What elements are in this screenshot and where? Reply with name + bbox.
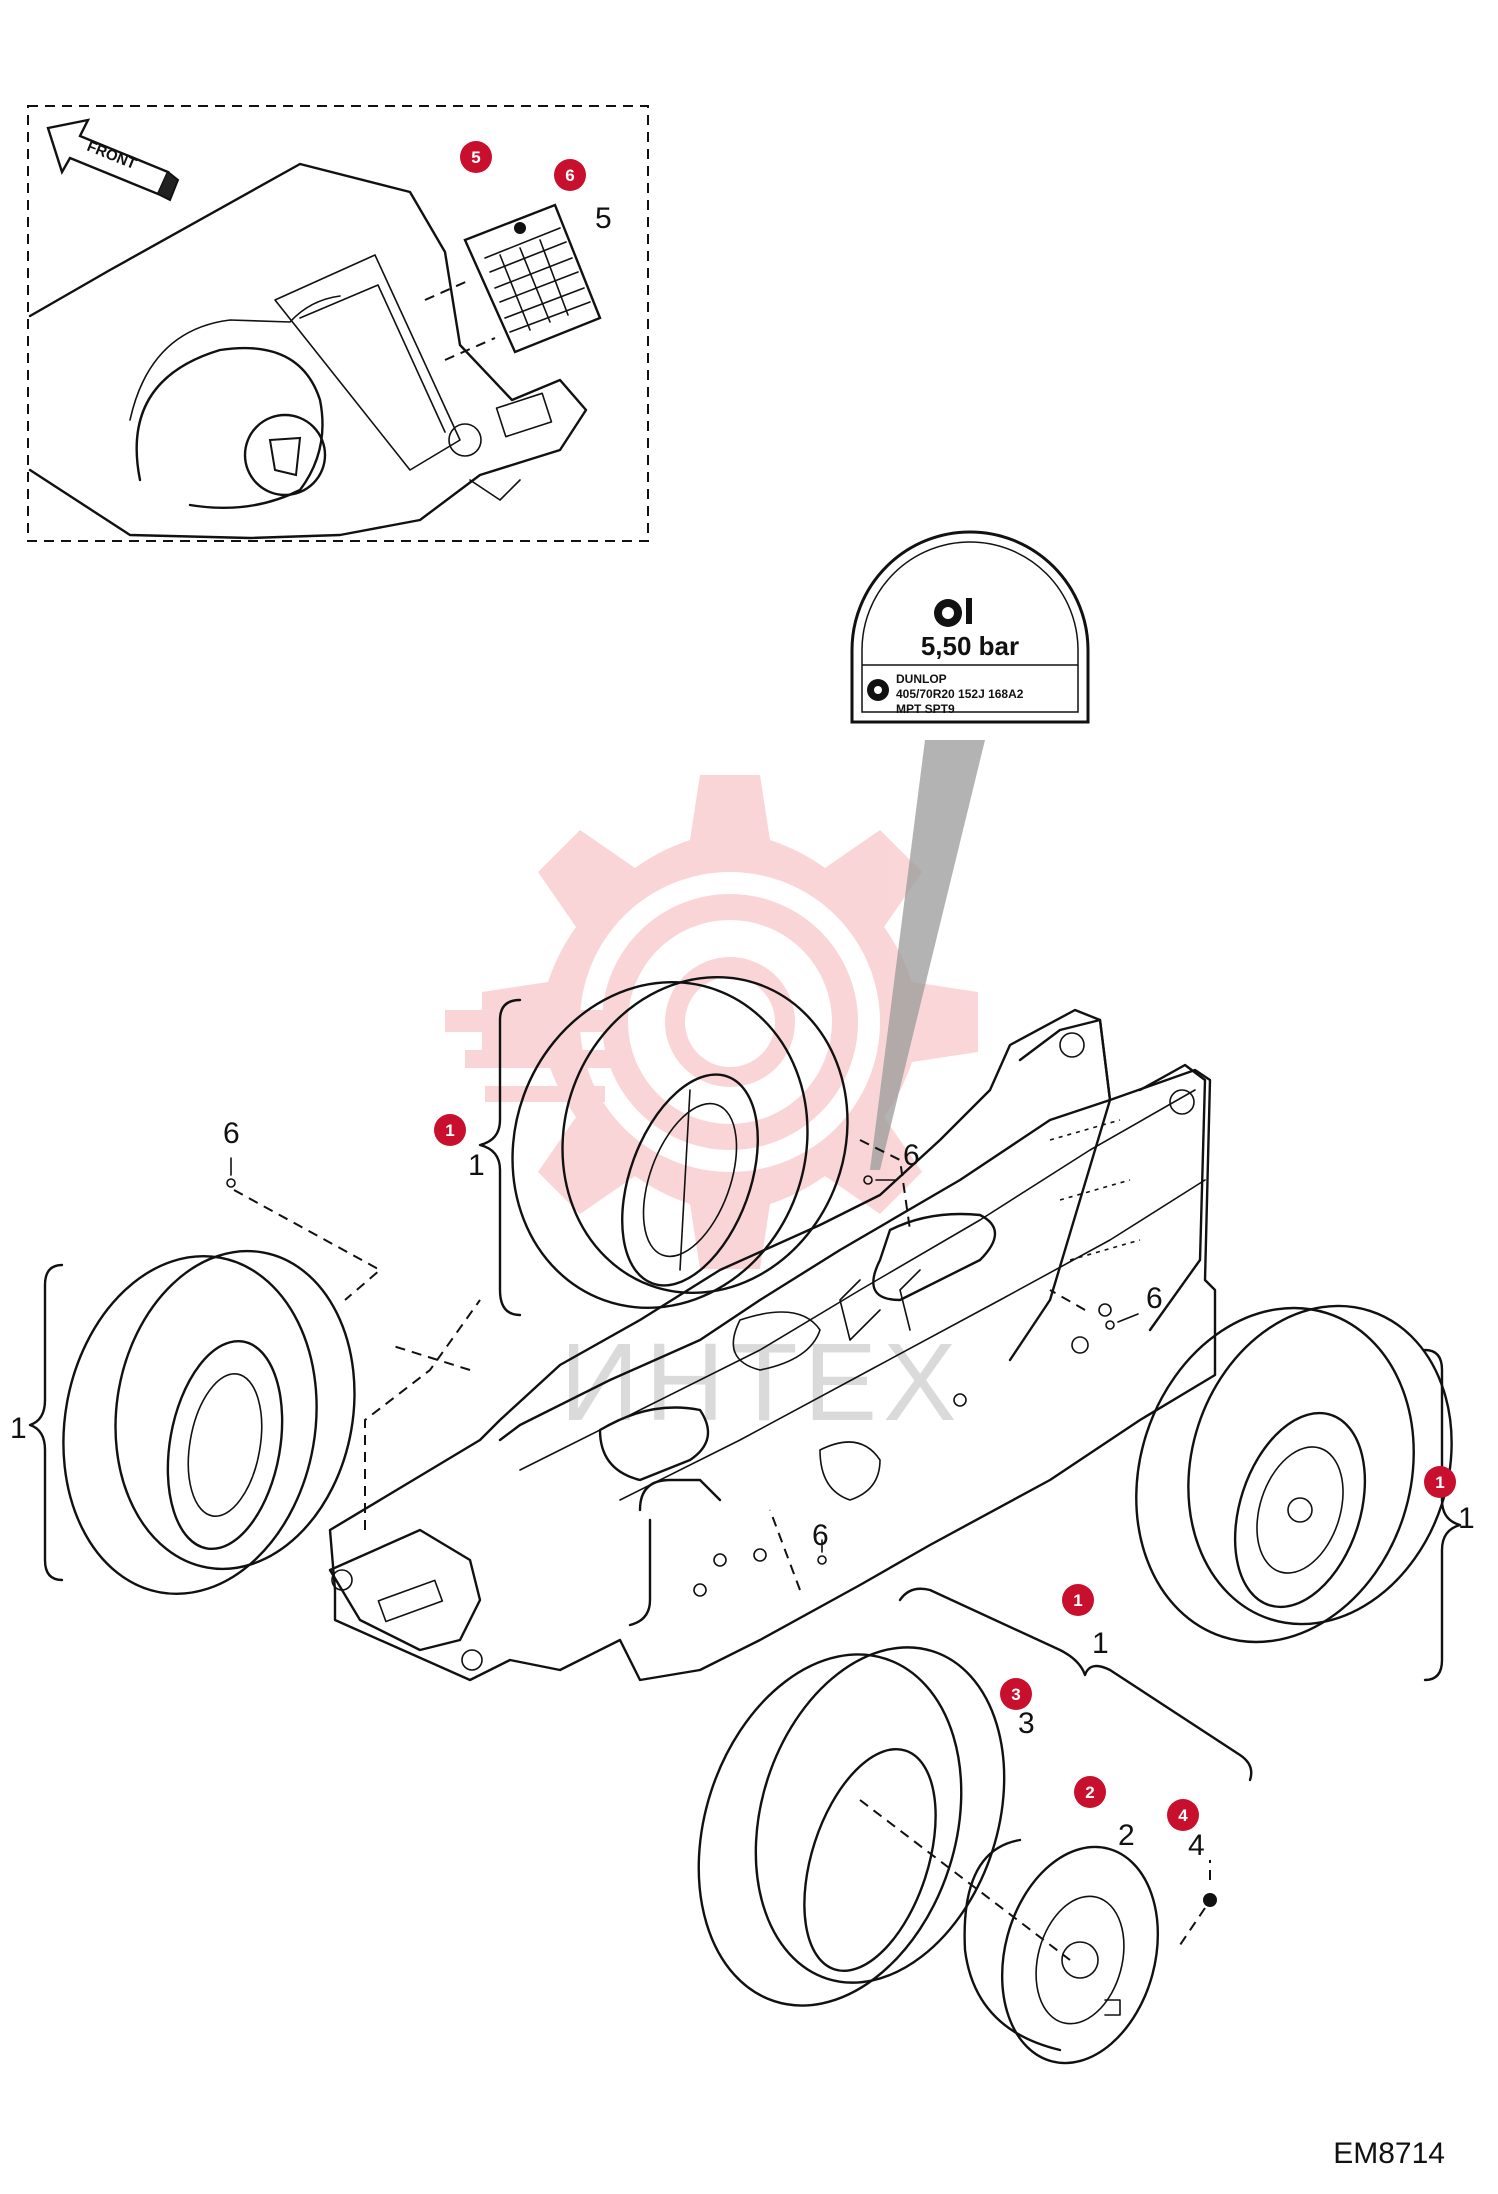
wheel-right — [1135, 1304, 1453, 1644]
decal-pressure: 5,50 bar — [921, 631, 1019, 661]
callout-2: 2 — [1118, 1819, 1135, 1852]
badge-1-right[interactable]: 1 — [1424, 1466, 1456, 1498]
svg-text:4: 4 — [1178, 1806, 1188, 1825]
badge-1-front[interactable]: 1 — [1062, 1584, 1094, 1616]
front-arrow: FRONT — [46, 118, 180, 202]
assembly-braces — [28, 998, 1462, 1782]
decal-pointer — [870, 740, 985, 1170]
tyre-pressure-decal: 5,50 bar DUNLOP 405/70R20 152J 168A2 MPT… — [850, 530, 1090, 1170]
decal-line1: DUNLOP — [896, 672, 947, 686]
wheel-rear-top — [511, 976, 849, 1309]
decal-line2: 405/70R20 152J 168A2 — [896, 687, 1024, 701]
callout-6-tower: 6 — [903, 1139, 920, 1172]
badge-2[interactable]: 2 — [1074, 1776, 1106, 1808]
badge-3[interactable]: 3 — [1000, 1678, 1032, 1710]
svg-text:3: 3 — [1011, 1685, 1020, 1704]
inset-frame — [27, 105, 649, 542]
badge-1-rear-top[interactable]: 1 — [434, 1114, 466, 1146]
callout-5-inset: 5 — [595, 202, 612, 235]
wheel-front-exploded-tyre — [697, 1646, 1006, 2007]
badge-5[interactable]: 5 — [460, 141, 492, 173]
callout-1-rear-top: 1 — [468, 1149, 485, 1182]
svg-text:6: 6 — [565, 166, 574, 185]
inset-detail: FRONT — [27, 105, 649, 542]
callout-6-left: 6 — [223, 1117, 240, 1150]
callout-4: 4 — [1188, 1829, 1205, 1862]
machine-frame — [328, 1008, 1217, 1682]
callout-6-right: 6 — [1146, 1282, 1163, 1315]
watermark-text: ИНТЕХ — [560, 1321, 962, 1444]
svg-text:5: 5 — [471, 148, 480, 167]
drawing-code: EM8714 — [1333, 2137, 1445, 2170]
wheel-left — [62, 1249, 356, 1596]
svg-text:1: 1 — [1435, 1473, 1444, 1492]
callouts: 5 1 6 6 6 6 1 1 1 3 2 4 — [10, 202, 1475, 1862]
inset-decal-panel — [463, 203, 602, 354]
badges: 5 6 1 1 1 3 2 4 — [434, 141, 1456, 1831]
callout-1-right: 1 — [1458, 1502, 1475, 1535]
callout-1-left: 1 — [10, 1412, 27, 1445]
callout-3: 3 — [1018, 1707, 1035, 1740]
callout-1-front: 1 — [1092, 1627, 1109, 1660]
svg-text:1: 1 — [445, 1121, 454, 1140]
svg-text:1: 1 — [1073, 1591, 1082, 1610]
lug-nut — [1179, 1860, 1217, 1946]
callout-6-bottom: 6 — [812, 1519, 829, 1552]
svg-text:2: 2 — [1085, 1783, 1094, 1802]
badge-6[interactable]: 6 — [554, 159, 586, 191]
decal-line3: MPT SPT9 — [896, 702, 955, 716]
wheel-front-exploded-rim — [859, 1799, 1160, 2065]
stud-leaders — [226, 1157, 1139, 1565]
badge-4[interactable]: 4 — [1167, 1799, 1199, 1831]
